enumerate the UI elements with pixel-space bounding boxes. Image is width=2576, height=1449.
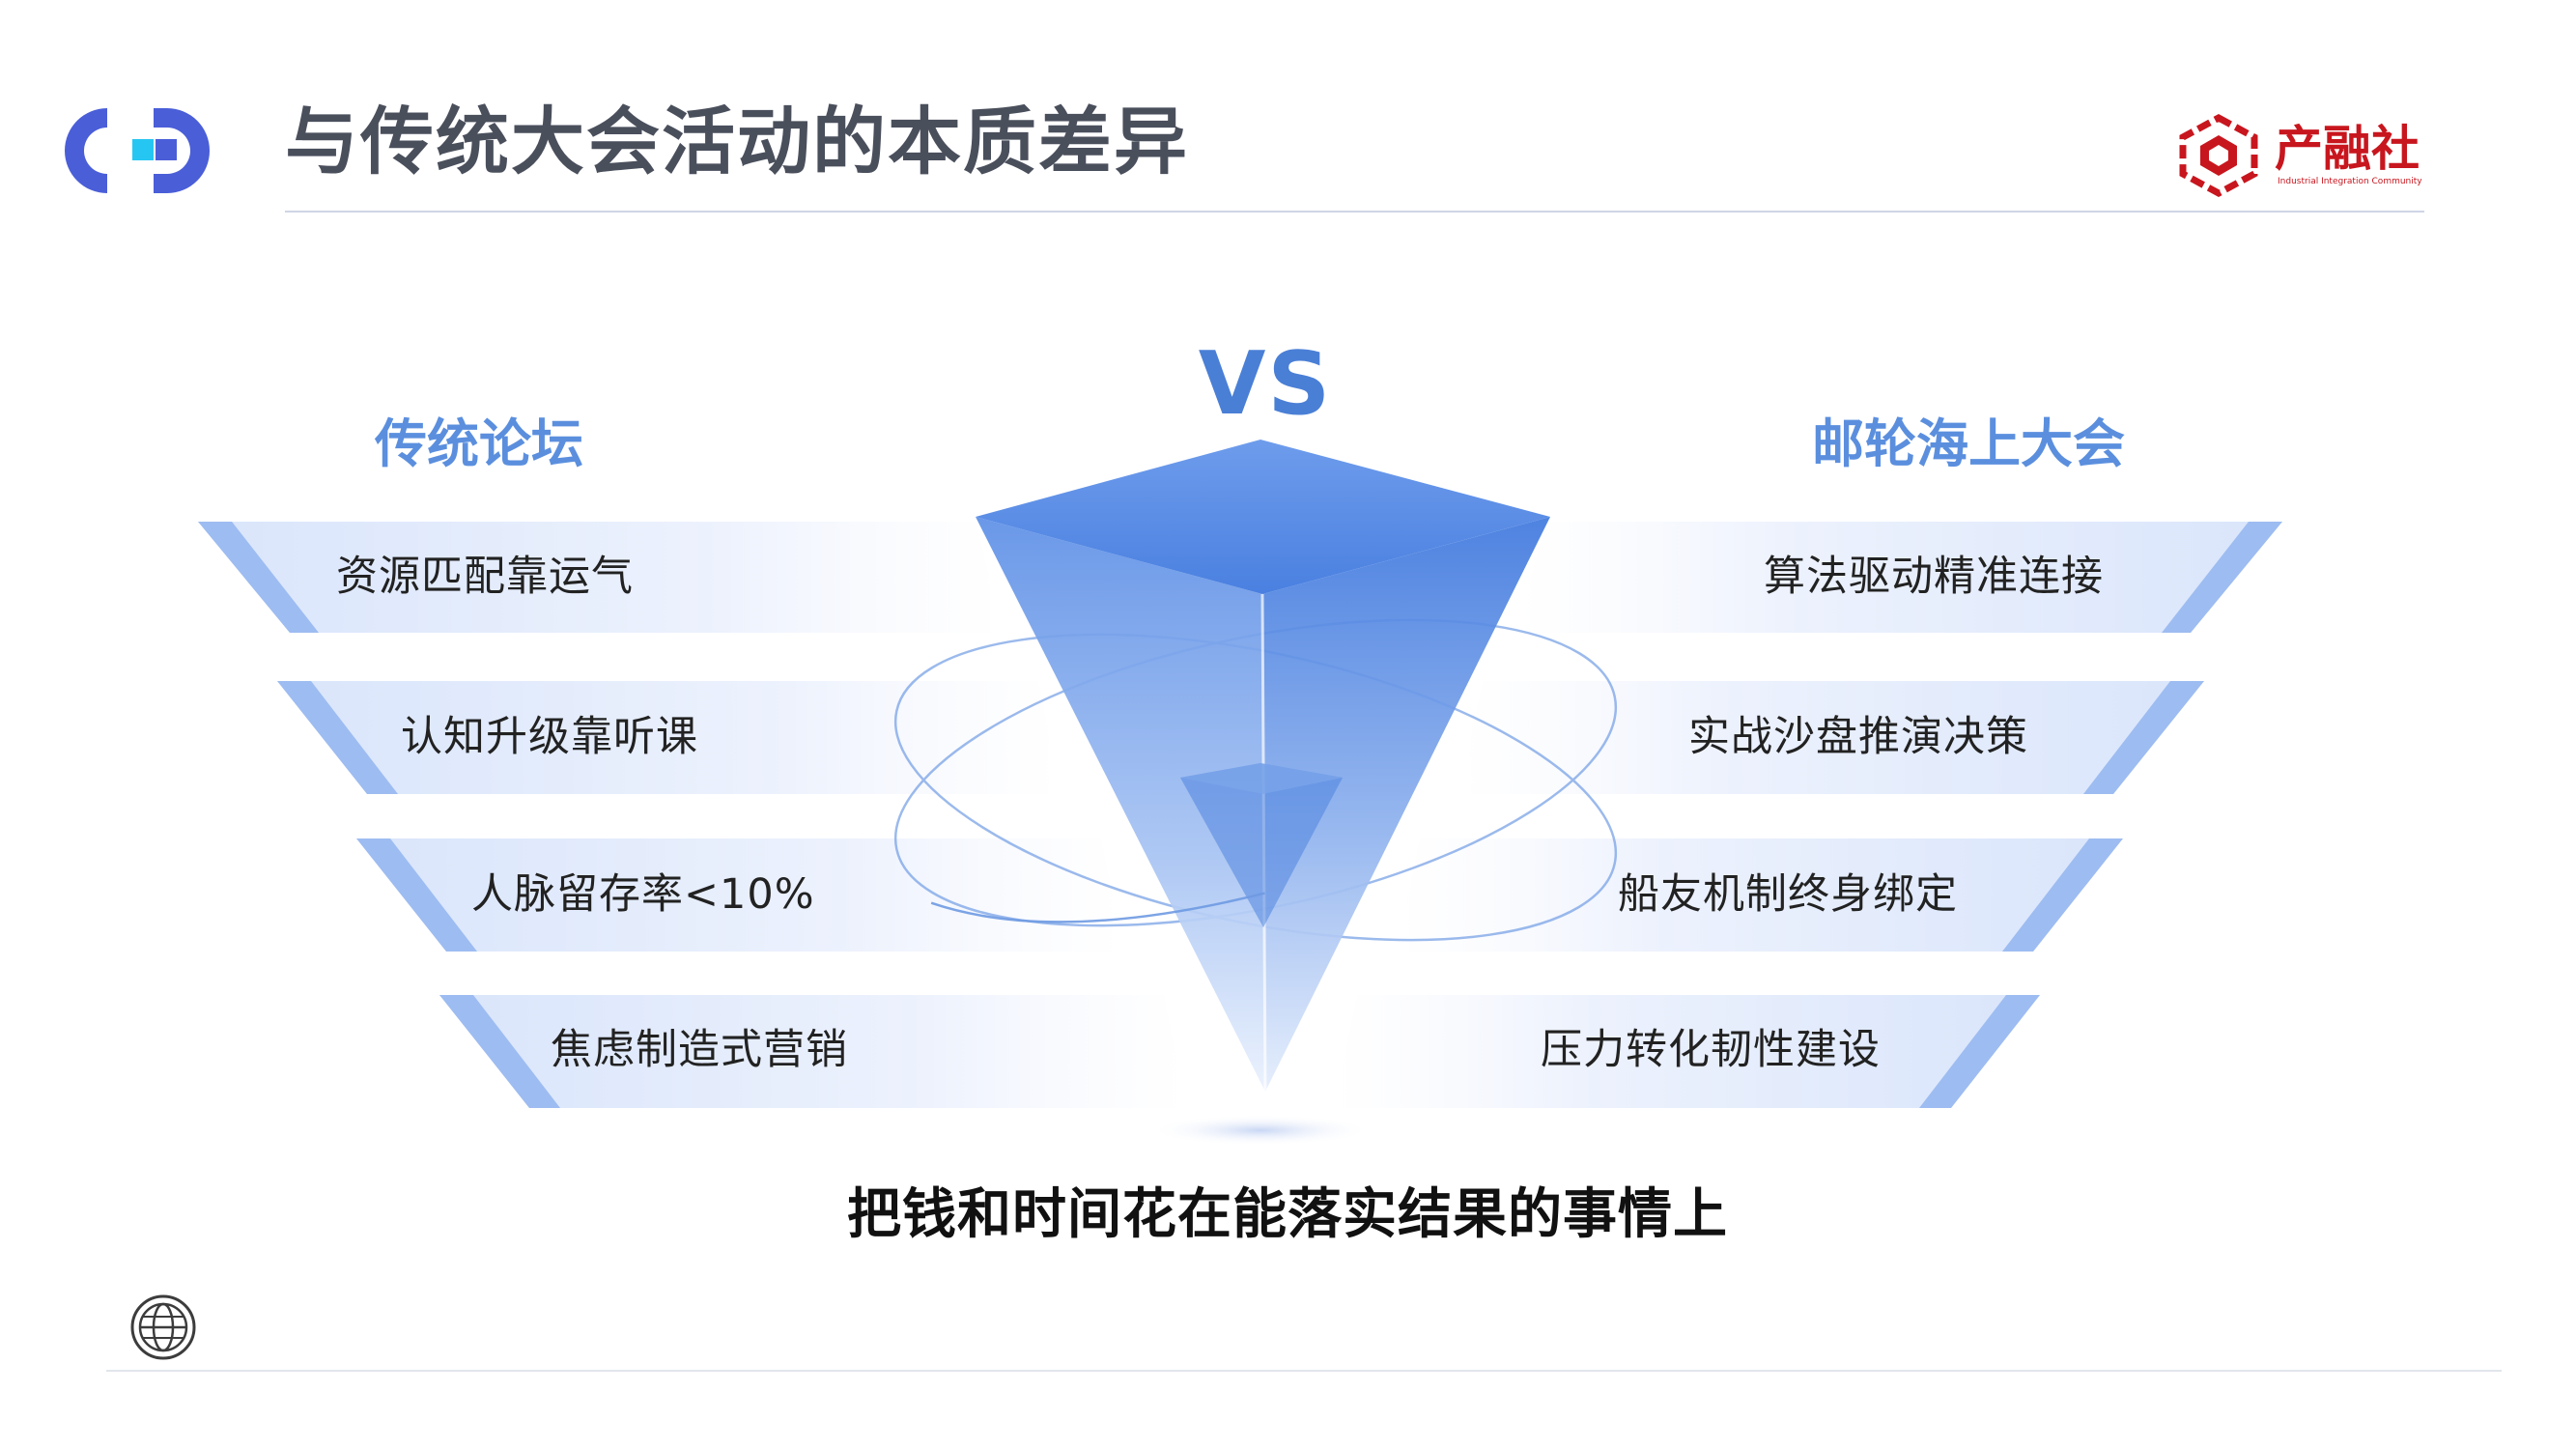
pyramid-shadow [1149, 1115, 1372, 1146]
right-band-4-edge [1919, 995, 2040, 1108]
left-band-3 [356, 838, 1125, 952]
left-band-1 [198, 522, 1005, 633]
right-band-3 [1396, 838, 2123, 952]
left-column-heading: 传统论坛 [375, 413, 583, 474]
left-row-3: 人脉留存率<10% [471, 870, 815, 919]
pyramid-left-face [976, 517, 1265, 1092]
hexagon-brand-icon [2179, 114, 2258, 197]
pyramid-inner-core [1180, 763, 1343, 927]
left-band-2-edge [277, 681, 398, 794]
right-band-2 [1458, 681, 2204, 794]
pyramid-top-face [976, 440, 1550, 594]
right-band-1 [1516, 522, 2282, 633]
bottom-caption: 把钱和时间花在能落实结果的事情上 [847, 1183, 1728, 1246]
brand-name: 产融社 [2275, 121, 2420, 177]
left-band-4-edge [439, 995, 560, 1108]
inverted-pyramid [976, 440, 1550, 1146]
right-band-2-edge [2083, 681, 2204, 794]
left-band-1-edge [198, 522, 319, 633]
left-band-2 [277, 681, 1062, 794]
right-row-3: 船友机制终身绑定 [1618, 870, 1958, 919]
right-row-1: 算法驱动精准连接 [1764, 553, 2104, 601]
brand-subtitle: Industrial Integration Community [2278, 177, 2422, 186]
right-row-4: 压力转化韧性建设 [1541, 1026, 1881, 1074]
right-band-4 [1333, 995, 2040, 1108]
left-bands [198, 522, 1188, 1108]
right-row-2: 实战沙盘推演决策 [1688, 713, 2028, 761]
vs-label: VS [1198, 333, 1333, 435]
header-divider [285, 211, 2424, 213]
right-bands [1333, 522, 2282, 1108]
footer-divider [106, 1370, 2502, 1372]
pyramid-right-face [1262, 517, 1550, 1092]
left-row-2: 认知升级靠听课 [401, 713, 698, 761]
right-band-1-edge [2162, 522, 2282, 633]
left-row-1: 资源匹配靠运气 [336, 553, 634, 601]
right-band-3-edge [2002, 838, 2123, 952]
left-band-3-edge [356, 838, 477, 952]
cd-logo-icon [65, 108, 210, 193]
page-title: 与传统大会活动的本质差异 [285, 99, 1189, 185]
left-band-4 [439, 995, 1188, 1108]
right-column-heading: 邮轮海上大会 [1812, 413, 2125, 474]
globe-icon[interactable] [128, 1293, 198, 1362]
left-row-4: 焦虑制造式营销 [551, 1026, 848, 1074]
